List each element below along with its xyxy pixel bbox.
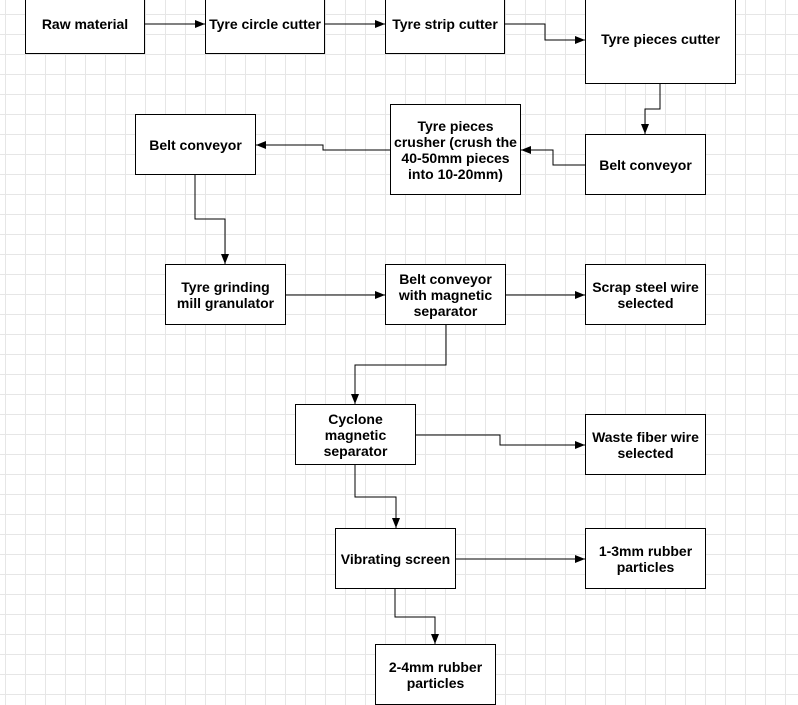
connector-belt-conveyor-right-to-tyre-pieces-crusher[interactable]: [521, 146, 585, 166]
connector-tyre-strip-cutter-to-tyre-pieces-cutter[interactable]: [505, 23, 585, 44]
node-label: Tyre circle cutter: [209, 16, 321, 32]
node-label: Tyre pieces cutter: [601, 31, 720, 47]
connector-tyre-pieces-crusher-to-belt-conveyor-left[interactable]: [256, 141, 390, 151]
node-label: Waste fiber wire selected: [592, 428, 699, 461]
node-label: Tyre pieces crusher (crush the 40-50mm p…: [394, 117, 517, 182]
node-tyre-pieces-cutter[interactable]: Tyre pieces cutter: [585, 0, 736, 84]
node-tyre-pieces-crusher[interactable]: Tyre pieces crusher (crush the 40-50mm p…: [390, 104, 521, 195]
node-raw-material[interactable]: Raw material: [25, 0, 145, 54]
node-waste-fiber-wire[interactable]: Waste fiber wire selected: [585, 414, 706, 475]
node-belt-conveyor-magnetic[interactable]: Belt conveyor with magnetic separator: [385, 264, 506, 325]
node-label: Tyre strip cutter: [392, 16, 498, 32]
connector-belt-conveyor-magnetic-to-cyclone-magnetic-separator[interactable]: [351, 325, 447, 404]
node-belt-conveyor-right[interactable]: Belt conveyor: [585, 134, 706, 195]
node-label: Cyclone magnetic separator: [323, 410, 388, 459]
node-scrap-steel-wire[interactable]: Scrap steel wire selected: [585, 264, 706, 325]
node-label: Belt conveyor: [149, 136, 242, 153]
connector-cyclone-magnetic-separator-to-vibrating-screen[interactable]: [354, 465, 400, 528]
node-rubber-2-4mm[interactable]: 2-4mm rubber particles: [375, 644, 496, 705]
node-label: Belt conveyor with magnetic separator: [398, 270, 493, 319]
connector-belt-conveyor-left-to-tyre-grinding-mill[interactable]: [194, 175, 229, 264]
node-vibrating-screen[interactable]: Vibrating screen: [335, 528, 456, 589]
connector-cyclone-magnetic-separator-to-waste-fiber-wire[interactable]: [416, 434, 585, 449]
connector-vibrating-screen-to-rubber-2-4mm[interactable]: [394, 589, 439, 644]
node-tyre-circle-cutter[interactable]: Tyre circle cutter: [205, 0, 325, 54]
node-label: 1-3mm rubber particles: [598, 542, 693, 575]
node-cyclone-magnetic-separator[interactable]: Cyclone magnetic separator: [295, 404, 416, 465]
node-belt-conveyor-left[interactable]: Belt conveyor: [135, 114, 256, 175]
node-label: Belt conveyor: [599, 156, 692, 173]
node-rubber-1-3mm[interactable]: 1-3mm rubber particles: [585, 528, 706, 589]
node-label: Tyre grinding mill granulator: [176, 278, 275, 311]
node-label: 2-4mm rubber particles: [388, 658, 483, 691]
connector-tyre-pieces-cutter-to-belt-conveyor-right[interactable]: [641, 84, 661, 134]
node-label: Scrap steel wire selected: [592, 278, 699, 311]
node-label: Vibrating screen: [340, 550, 451, 567]
node-label: Raw material: [41, 16, 129, 32]
node-tyre-strip-cutter[interactable]: Tyre strip cutter: [385, 0, 505, 54]
node-tyre-grinding-mill[interactable]: Tyre grinding mill granulator: [165, 264, 286, 325]
